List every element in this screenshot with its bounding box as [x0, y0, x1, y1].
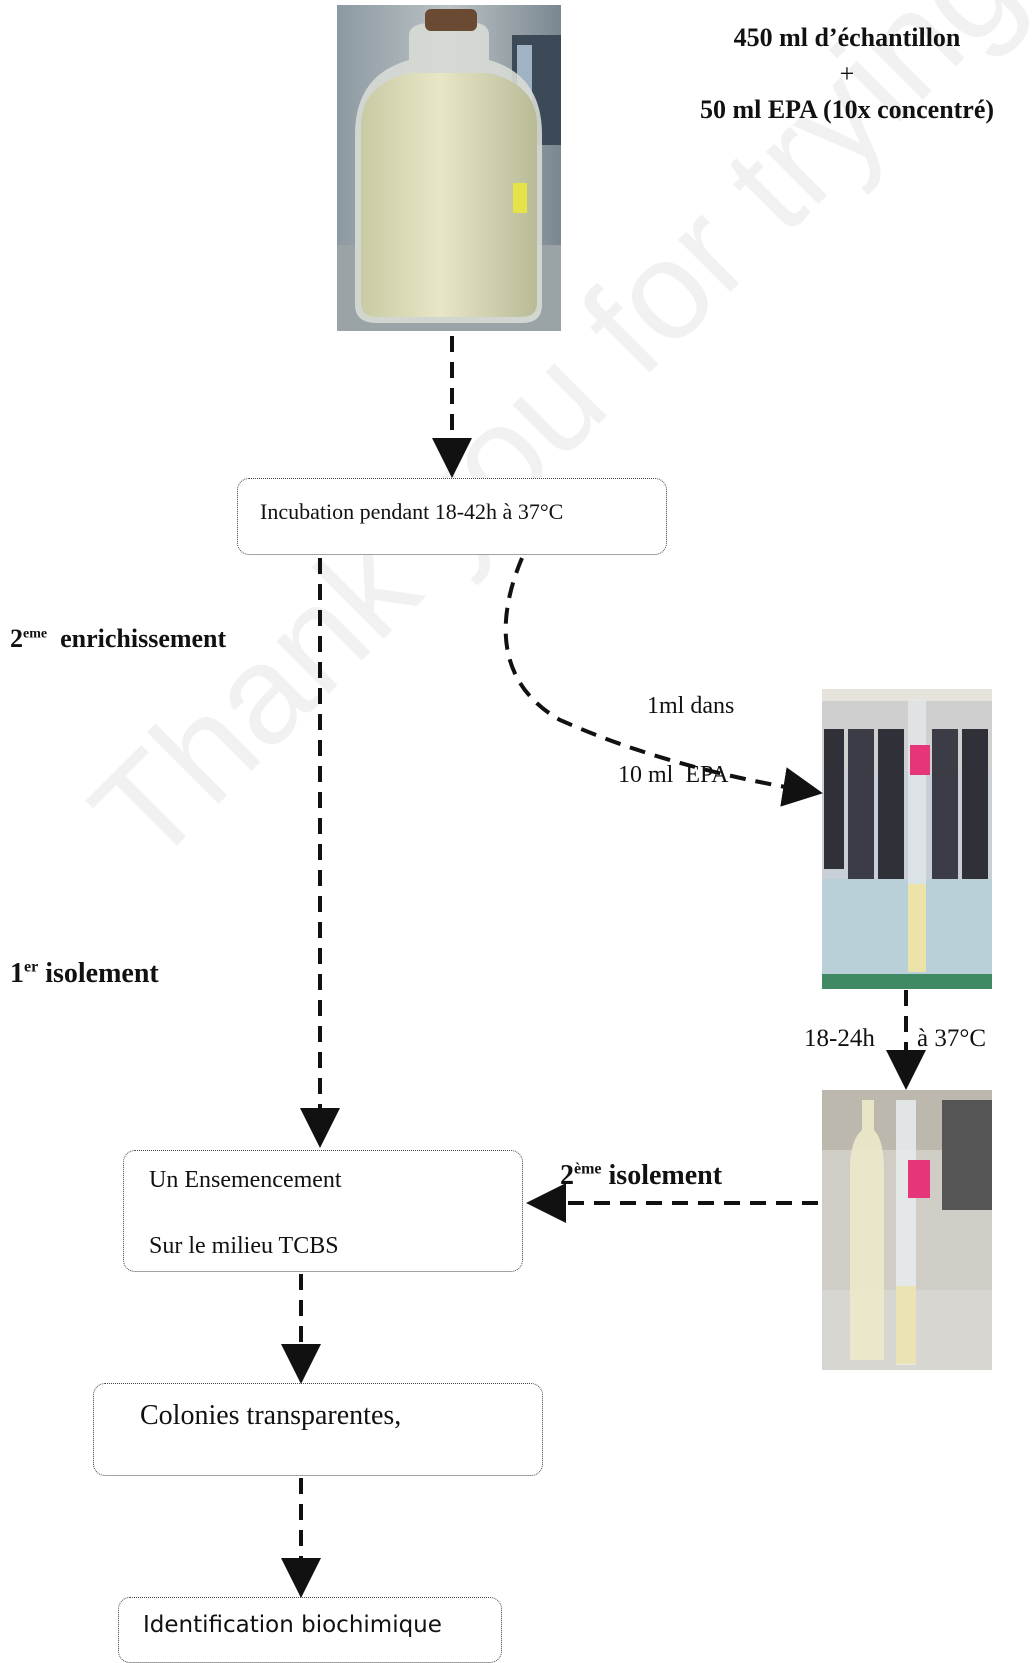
- enrichment-2-label: 2eme enrichissement: [10, 624, 226, 654]
- incubation-2-right: à 37°C: [917, 1025, 987, 1052]
- tube-photo-after: [822, 1090, 992, 1370]
- sample-volume-text: 450 ml d’échantillon + 50 ml EPA (10x co…: [660, 20, 1034, 128]
- seeding-line-2: Sur le milieu TCBS: [149, 1233, 339, 1259]
- sample-bottle-photo: [337, 5, 561, 331]
- incubation-label: Incubation pendant 18-42h à 37°C: [260, 499, 564, 524]
- enrichment-2-text: enrichissement: [60, 624, 227, 653]
- sample-line-1: 450 ml d’échantillon: [733, 23, 961, 52]
- enrichment-2-prefix: 2: [10, 624, 23, 653]
- isolation-1-text: isolement: [45, 958, 159, 989]
- enrichment-2-sup: eme: [23, 626, 48, 642]
- isolation-1-prefix: 1: [10, 958, 24, 989]
- identification-box: Identification biochimique: [118, 1597, 502, 1663]
- transfer-text-1: 1ml dans: [647, 693, 735, 719]
- incubation-box: Incubation pendant 18-42h à 37°C: [237, 478, 667, 555]
- isolation-2-sup: ème: [574, 1160, 602, 1178]
- arrow-incubation-to-tube: [503, 557, 823, 807]
- incubation-2-left: 18-24h: [804, 1025, 875, 1052]
- isolation-2-text: isolement: [608, 1160, 723, 1191]
- isolation-1-sup: er: [24, 958, 39, 976]
- sample-line-plus: +: [839, 59, 855, 88]
- seeding-box: Un Ensemencement Sur le milieu TCBS: [123, 1150, 523, 1272]
- isolation-1-label: 1er isolement: [10, 958, 159, 990]
- sample-line-3: 50 ml EPA (10x concentré): [699, 95, 995, 124]
- colonies-label: Colonies transparentes,: [140, 1400, 402, 1431]
- isolation-2-label: 2ème isolement: [560, 1160, 722, 1192]
- tube-photo-before: [822, 689, 992, 989]
- seeding-line-1: Un Ensemencement: [149, 1167, 342, 1193]
- identification-label: Identification biochimique: [143, 1612, 442, 1638]
